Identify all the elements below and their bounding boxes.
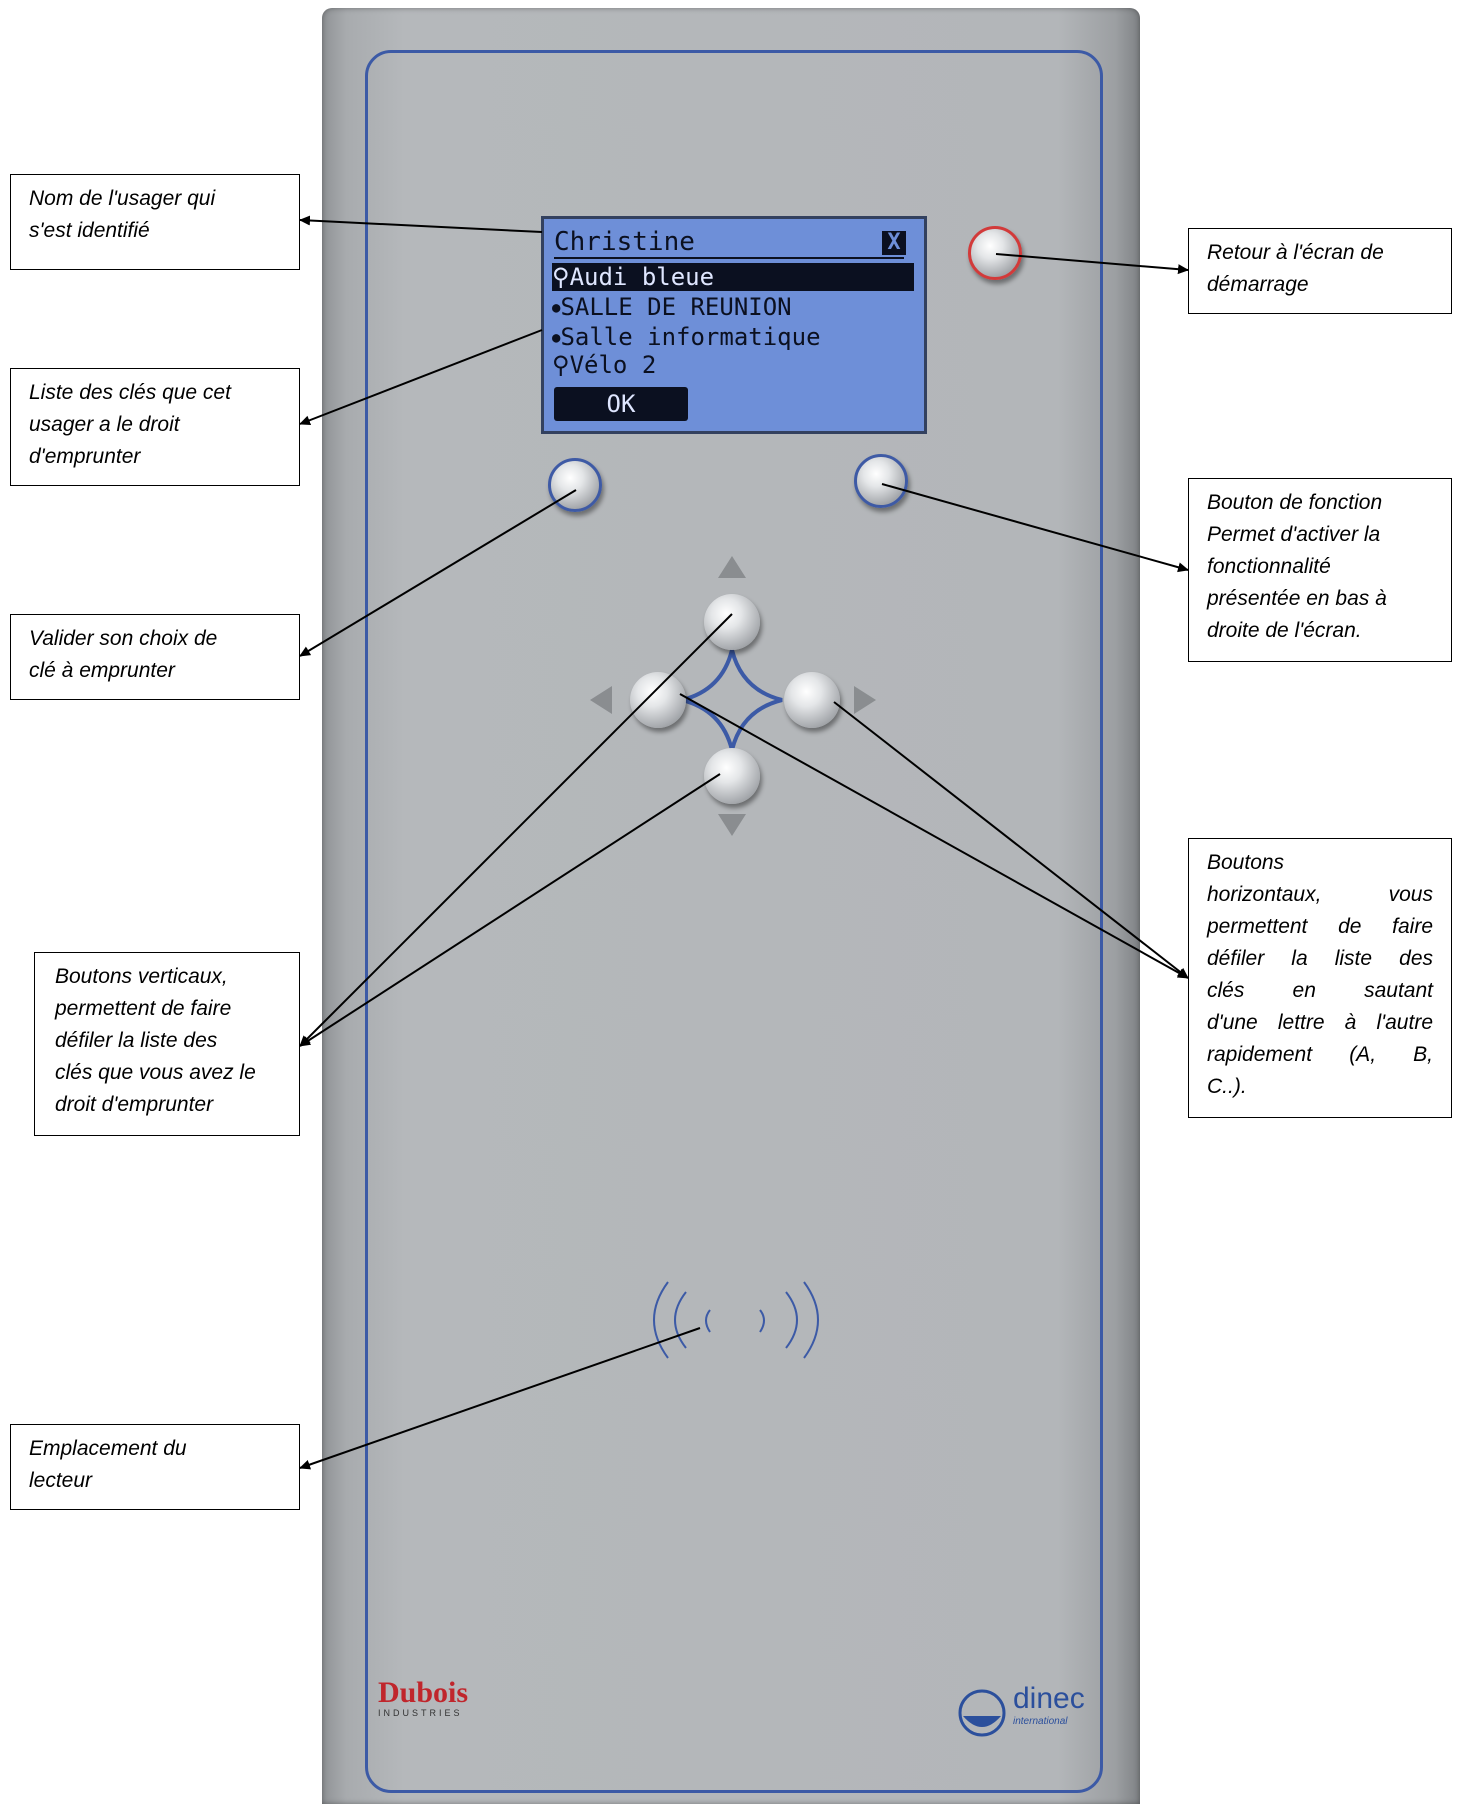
callout-line: Boutons xyxy=(1207,851,1285,874)
callout-line: Bouton de fonction xyxy=(1207,491,1383,514)
dubois-logo: Dubois INDUSTRIES xyxy=(378,1676,488,1719)
callout-keys-list: Liste des clés que cet usager a le droit… xyxy=(10,368,300,486)
callout-horizontal: Boutons horizontaux, vous permettent de … xyxy=(1188,838,1452,1118)
callout-line: C..). xyxy=(1207,1075,1247,1098)
callout-line: Retour à l'écran de xyxy=(1207,241,1384,264)
arrow-user xyxy=(299,215,543,233)
callout-line: Emplacement du xyxy=(29,1437,187,1460)
dinec-emblem-icon xyxy=(958,1689,1006,1737)
callout-line: rapidement (A, B, xyxy=(1207,1043,1433,1066)
callout-line: clés que vous avez le xyxy=(55,1061,256,1084)
arrow-home xyxy=(995,253,1189,275)
validate-button[interactable] xyxy=(548,458,602,512)
callout-line: présentée en bas à xyxy=(1207,587,1387,610)
callout-line: Permet d'activer la xyxy=(1207,523,1381,546)
close-icon[interactable]: X xyxy=(882,231,906,255)
callout-line: Liste des clés que cet xyxy=(29,381,231,404)
callout-line: usager a le droit xyxy=(29,413,180,436)
arrow-horizontal-right xyxy=(833,701,1189,979)
right-button[interactable] xyxy=(784,672,840,728)
callout-line: Nom de l'usager qui xyxy=(29,187,216,210)
callout-line: s'est identifié xyxy=(29,219,150,242)
callout-line: permettent de faire xyxy=(55,997,232,1020)
arrow-keys-list xyxy=(299,329,543,426)
callout-reader: Emplacement du lecteur xyxy=(10,1424,300,1510)
dinec-logo-sub: international xyxy=(1013,1716,1068,1727)
key-label: Audi bleue xyxy=(569,263,715,291)
panel-border xyxy=(365,50,1103,1793)
callout-validate: Valider son choix de clé à emprunter xyxy=(10,614,300,700)
dinec-logo: dinec international xyxy=(955,1680,1095,1740)
callout-line: Valider son choix de xyxy=(29,627,218,650)
callout-line: d'emprunter xyxy=(29,445,141,468)
key-label: SALLE DE REUNION xyxy=(560,293,792,321)
callout-line: démarrage xyxy=(1207,273,1309,296)
callout-line: d'une lettre à l'autre xyxy=(1207,1011,1433,1034)
function-button[interactable] xyxy=(854,454,908,508)
arrow-function xyxy=(881,483,1189,573)
callout-line: fonctionnalité xyxy=(1207,555,1331,578)
key-icon: ⚲ xyxy=(552,351,570,379)
callout-function: Bouton de fonction Permet d'activer la f… xyxy=(1188,478,1452,662)
callout-line: clés en sautant xyxy=(1207,979,1433,1002)
callout-line: Boutons verticaux, xyxy=(55,965,228,988)
ok-button[interactable]: OK xyxy=(554,387,688,421)
down-button[interactable] xyxy=(704,748,760,804)
home-button[interactable] xyxy=(968,226,1022,280)
callout-line: lecteur xyxy=(29,1469,93,1492)
user-name: Christine xyxy=(554,227,695,257)
room-icon: ● xyxy=(552,300,561,316)
callout-line: droite de l'écran. xyxy=(1207,619,1362,642)
arrow-horizontal-left xyxy=(679,693,1189,979)
callout-home: Retour à l'écran de démarrage xyxy=(1188,228,1452,314)
arrow-vertical-up xyxy=(299,613,733,1047)
dubois-logo-name: Dubois xyxy=(378,1676,469,1709)
arrow-validate xyxy=(299,489,577,657)
key-list-item[interactable]: ⚲Audi bleue xyxy=(552,263,914,291)
callout-line: permettent de faire xyxy=(1207,915,1433,938)
callout-line: défiler la liste des xyxy=(55,1029,218,1052)
callout-line: défiler la liste des xyxy=(1207,947,1433,970)
callout-vertical: Boutons verticaux, permettent de faire d… xyxy=(34,952,300,1136)
key-list-item[interactable]: ⚲Vélo 2 xyxy=(552,351,914,379)
up-arrow-icon xyxy=(718,556,746,578)
key-list-item[interactable]: ●Salle informatique xyxy=(552,323,914,351)
down-arrow-icon xyxy=(718,814,746,836)
up-button[interactable] xyxy=(704,594,760,650)
room-icon: ● xyxy=(552,330,561,346)
callout-line: droit d'emprunter xyxy=(55,1093,214,1116)
key-label: Salle informatique xyxy=(560,323,821,351)
key-label: Vélo 2 xyxy=(569,351,657,379)
arrow-vertical-down xyxy=(299,773,721,1047)
left-arrow-icon xyxy=(590,686,612,714)
key-icon: ⚲ xyxy=(552,263,570,291)
dubois-logo-sub: INDUSTRIES xyxy=(378,1708,463,1718)
reader-icon xyxy=(653,1281,819,1359)
callout-line: clé à emprunter xyxy=(29,659,175,682)
arrow-reader xyxy=(299,1327,701,1470)
lcd-header: Christine xyxy=(554,227,904,259)
left-button[interactable] xyxy=(630,672,686,728)
dinec-logo-name: dinec xyxy=(1013,1682,1085,1715)
key-list-item[interactable]: ●SALLE DE REUNION xyxy=(552,293,914,321)
lcd-screen: Christine X ⚲Audi bleue ●SALLE DE REUNIO… xyxy=(541,216,927,434)
callout-user: Nom de l'usager qui s'est identifié xyxy=(10,174,300,270)
callout-line: horizontaux, vous xyxy=(1207,883,1433,906)
right-arrow-icon xyxy=(854,686,876,714)
